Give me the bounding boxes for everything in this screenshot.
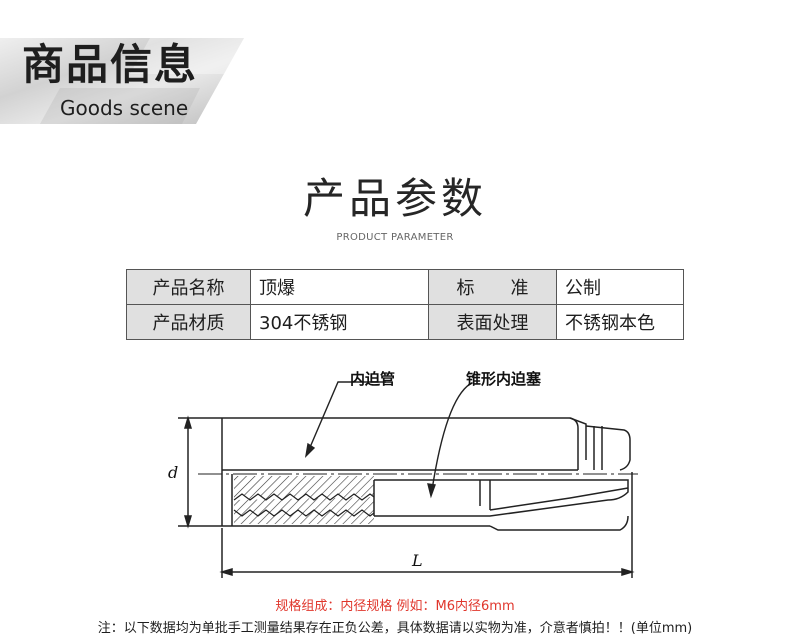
param-label: 标 准	[428, 269, 557, 305]
page-subtitle: Goods scene	[60, 96, 189, 120]
dimension-L-label: L	[411, 551, 423, 570]
header-banner	[0, 38, 244, 124]
section-title: 产品参数	[302, 174, 487, 223]
param-value: 公制	[556, 269, 684, 305]
param-value: 顶爆	[250, 269, 429, 305]
disclaimer-note: 注：以下数据均为单批手工测量结果存在正负公差，具体数据请以实物为准，介意者慎拍！…	[97, 621, 693, 636]
table-row: 产品名称 顶爆 标 准 公制	[126, 269, 684, 305]
param-label: 产品名称	[126, 269, 251, 305]
param-label: 产品材质	[126, 304, 251, 340]
anchor-drawing: 内迫管 锥形内迫塞 d L	[168, 370, 638, 578]
param-value: 304不锈钢	[250, 304, 429, 340]
param-value: 不锈钢本色	[556, 304, 684, 340]
section-subtitle: PRODUCT PARAMETER	[336, 232, 454, 243]
banner-background	[0, 38, 244, 124]
page-title: 商品信息	[22, 40, 199, 89]
param-label: 表面处理	[428, 304, 557, 340]
label-cone-plug: 锥形内迫塞	[466, 370, 542, 388]
dimension-d-label: d	[168, 463, 178, 482]
table-row: 产品材质 304不锈钢 表面处理 不锈钢本色	[126, 304, 684, 340]
label-inner-tube: 内迫管	[350, 370, 395, 388]
spec-note: 规格组成：内径规格 例如：M6内径6mm	[275, 599, 515, 614]
params-table: 产品名称 顶爆 标 准 公制 产品材质 304不锈钢 表面处理 不锈钢本色	[126, 269, 684, 340]
